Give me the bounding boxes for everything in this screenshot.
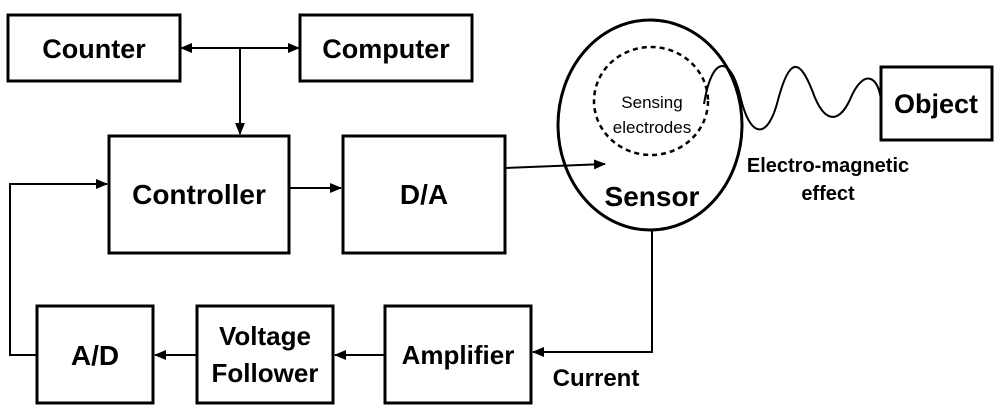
electromagnetic-effect-label-line1: Electro-magnetic [747,155,909,177]
voltage-follower-block: Voltage Follower [195,304,335,405]
sensing-electrodes-label-line1: Sensing [621,93,682,112]
counter-label: Counter [42,34,146,64]
da-label: D/A [400,179,448,210]
controller-label: Controller [132,179,266,210]
computer-block: Computer [298,13,474,83]
amplifier-block: Amplifier [383,304,533,405]
ad-feedback-to-controller-arrow [9,179,108,356]
object-block: Object [879,65,994,142]
ad-block: A/D [35,304,155,405]
counter-block: Counter [6,13,182,83]
sensor-label: Sensor [605,181,700,212]
sensor-to-amplifier-arrow [532,230,653,357]
voltage-follower-label-line1: Voltage [219,321,311,351]
ad-label: A/D [71,340,119,371]
sensing-electrodes-outline [592,45,710,157]
da-to-sensor-arrow [504,159,606,170]
voltage-follower-label-line2: Follower [212,358,319,388]
computer-label: Computer [322,34,450,64]
electromagnetic-effect-label-line2: effect [801,183,855,205]
controller-block: Controller [107,134,291,255]
current-label: Current [553,365,640,392]
sensing-electrodes-label-line2: electrodes [613,118,691,137]
sensor-outline [556,18,744,232]
sensor: Sensing electrodes Sensor [556,18,744,232]
electromagnetic-wave [703,65,882,131]
amplifier-label: Amplifier [402,340,515,370]
da-block: D/A [341,134,507,255]
object-label: Object [894,89,978,119]
